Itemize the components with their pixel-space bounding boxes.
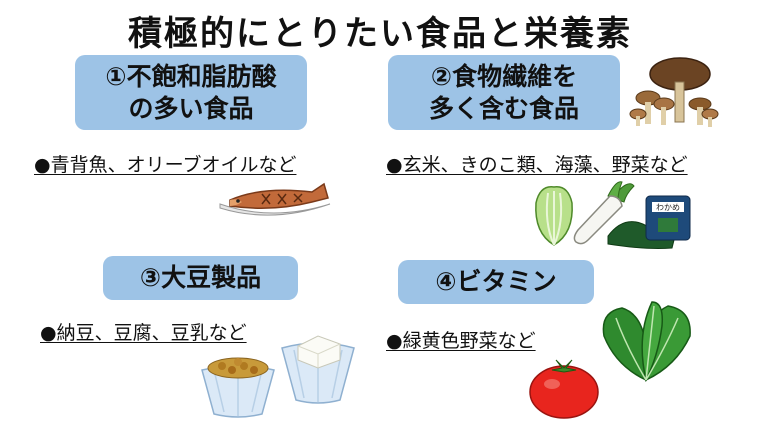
tomato-icon: [529, 359, 599, 419]
section-1-heading-line2: の多い食品: [128, 93, 254, 123]
section-4-heading-line1: ④ビタミン: [435, 267, 557, 297]
daikon-icon: [573, 181, 635, 245]
section-2-heading: ②食物繊維を 多く含む食品: [388, 55, 620, 130]
section-1-items: ●青背魚、オリーブオイルなど: [34, 154, 297, 176]
page-title: 積極的にとりたい食品と栄養素: [128, 14, 632, 54]
section-1-heading-line1: ①不飽和脂肪酸: [105, 62, 277, 92]
seaweed-label: わかめ: [656, 203, 680, 212]
cabbage-icon: [535, 186, 573, 246]
section-3-heading-line1: ③大豆製品: [139, 263, 262, 293]
spinach-icon: [602, 301, 691, 382]
section-2-items: ●玄米、きのこ類、海藻、野菜など: [386, 154, 688, 176]
seaweed-icon: わかめ: [607, 195, 691, 249]
fish-icon: [219, 182, 331, 216]
section-4-heading: ④ビタミン: [398, 260, 594, 304]
section-2-heading-line1: ②食物繊維を: [430, 62, 578, 92]
section-3-items: ●納豆、豆腐、豆乳など: [40, 322, 247, 344]
tofu-icon: [281, 335, 355, 404]
mushroom-icon: [629, 57, 719, 127]
section-1-heading: ①不飽和脂肪酸 の多い食品: [75, 55, 307, 130]
section-3-heading: ③大豆製品: [103, 256, 298, 300]
natto-icon: [201, 357, 275, 418]
section-2-heading-line2: 多く含む食品: [428, 93, 579, 123]
section-4-items: ●緑黄色野菜など: [386, 330, 536, 352]
